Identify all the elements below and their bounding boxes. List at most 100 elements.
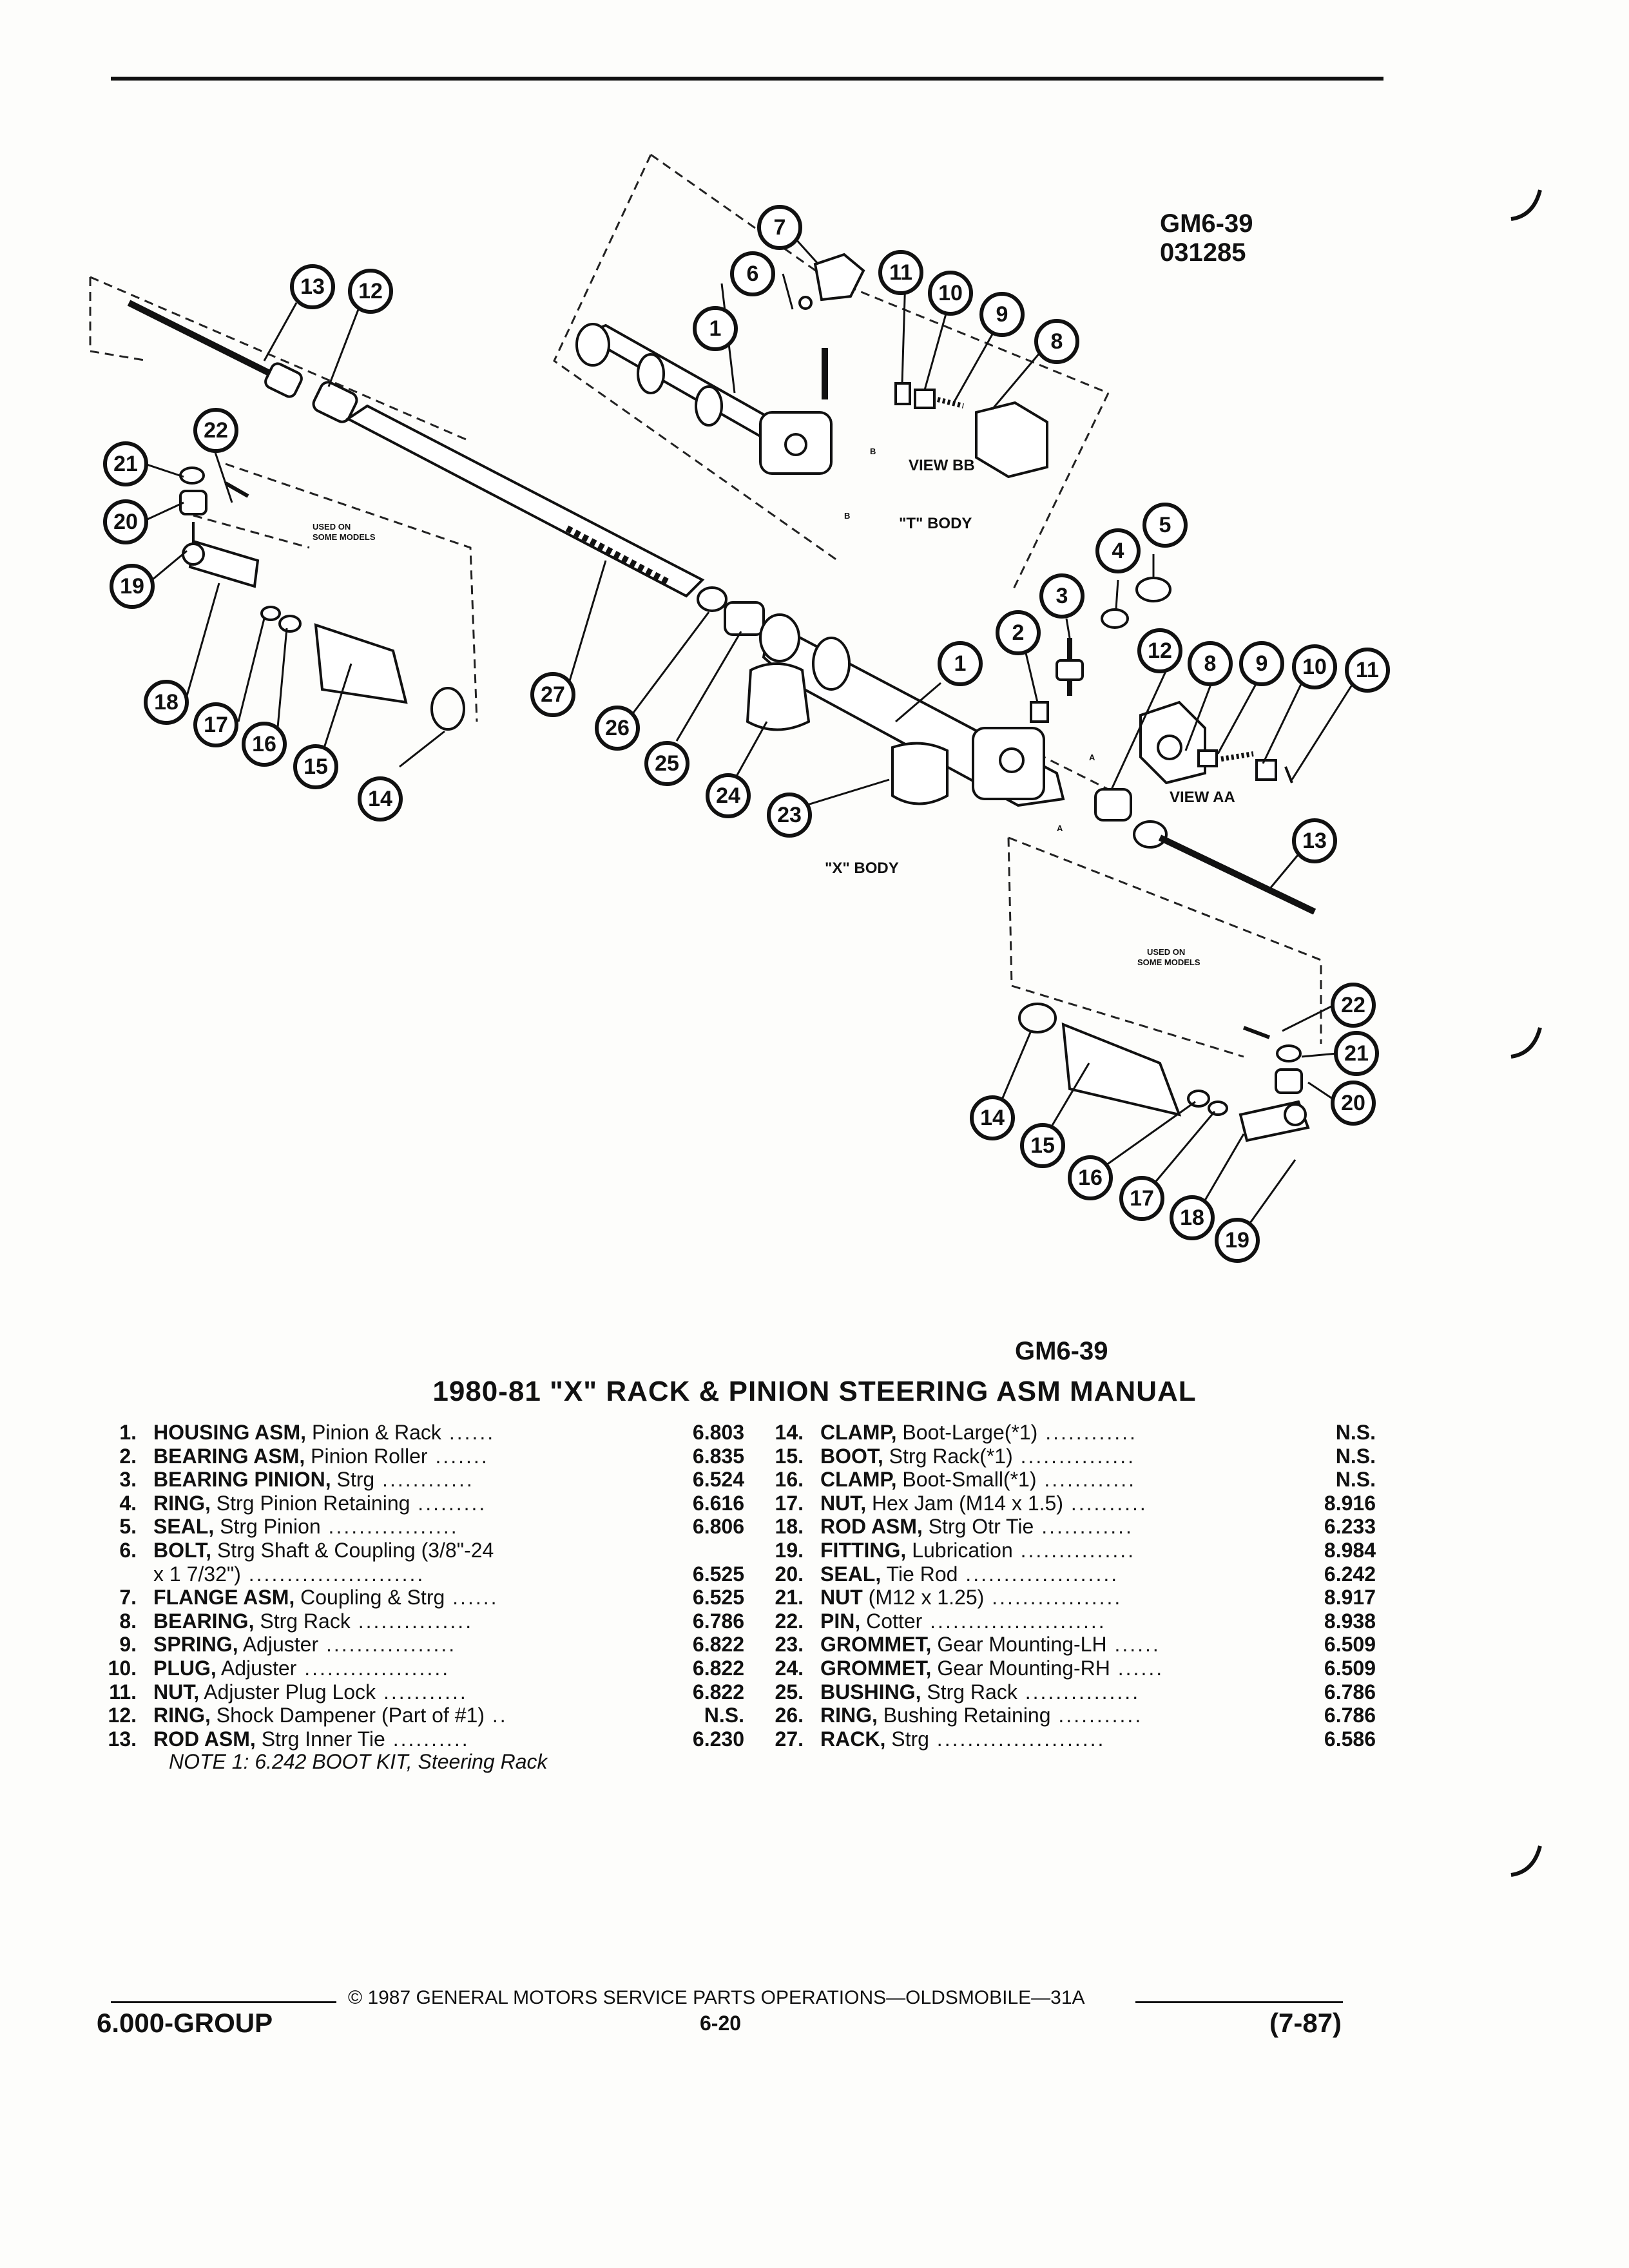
inner-tie-rod-left [127, 300, 303, 398]
svg-text:9: 9 [996, 302, 1008, 327]
parts-list-left: 1.HOUSING ASM, Pinion & Rack ......6.803… [97, 1421, 773, 1751]
callout-10-right: 10 [1292, 644, 1337, 689]
part-name: HOUSING ASM, [153, 1421, 307, 1444]
svg-text:25: 25 [655, 751, 679, 776]
view-aa-label: VIEW AA [1170, 789, 1235, 806]
part-name: RING, [820, 1704, 878, 1727]
part-detail: Tie Rod [881, 1562, 958, 1586]
callout-15-left: 15 [293, 744, 338, 789]
callout-1-x-body: 1 [938, 641, 983, 686]
part-number: 3. [119, 1468, 137, 1492]
part-detail: Adjuster [216, 1656, 297, 1680]
callout-22-right: 22 [1331, 983, 1376, 1028]
part-group-code: 6.525 [692, 1562, 744, 1586]
part-number: 16. [775, 1468, 804, 1492]
callout-24: 24 [706, 773, 751, 818]
leader-dots: ............ [1037, 1421, 1137, 1444]
part-detail: Cotter [860, 1609, 923, 1633]
part-group-code: 6.786 [1324, 1704, 1376, 1727]
callout-8-upper: 8 [1034, 319, 1079, 364]
part-group-code: 6.786 [1324, 1680, 1376, 1704]
section-b-upper: B [870, 447, 876, 456]
revision-date: (7-87) [1269, 2008, 1342, 2038]
part-detail: Strg Rack [921, 1680, 1017, 1704]
part-description: FLANGE ASM, Coupling & Strg ...... [153, 1586, 499, 1610]
part-name: RACK, [820, 1727, 886, 1751]
svg-text:16: 16 [1078, 1166, 1103, 1190]
part-group-code: 6.786 [692, 1609, 744, 1633]
callout-11-right: 11 [1345, 648, 1390, 693]
svg-text:27: 27 [541, 682, 565, 707]
part-number: 4. [119, 1491, 137, 1515]
header-rule [111, 77, 1383, 81]
svg-text:23: 23 [777, 803, 802, 827]
part-name: FLANGE ASM, [153, 1586, 295, 1610]
part-description: CLAMP, Boot-Large(*1) ............ [820, 1421, 1137, 1445]
parts-row: 14.CLAMP, Boot-Large(*1) ............N.S… [764, 1421, 1382, 1445]
part-group-code: 6.524 [692, 1468, 744, 1492]
part-detail: Strg Otr Tie [922, 1515, 1034, 1539]
callout-12-right: 12 [1137, 628, 1182, 673]
callout-17-left: 17 [193, 702, 238, 747]
part-detail: Adjuster Plug Lock [199, 1680, 376, 1704]
svg-text:24: 24 [716, 783, 740, 808]
svg-text:22: 22 [1341, 993, 1365, 1017]
part-description: CLAMP, Boot-Small(*1) ............ [820, 1468, 1136, 1492]
callout-6: 6 [730, 251, 775, 296]
used-on-label-left-1: USED ON [313, 522, 351, 532]
svg-text:15: 15 [1030, 1133, 1055, 1158]
part-name: BOOT, [820, 1444, 883, 1468]
part-name: GROMMET, [820, 1656, 932, 1680]
leader-dots: ...... [445, 1586, 499, 1610]
leader-dots: .......... [1063, 1491, 1148, 1515]
part-number: 12. [108, 1704, 137, 1727]
parts-row: 1.HOUSING ASM, Pinion & Rack ......6.803 [97, 1421, 773, 1445]
part-detail: Shock Dampener (Part of #1) [210, 1704, 485, 1727]
part-number: 18. [775, 1515, 804, 1539]
part-detail: x 1 7/32") [153, 1562, 241, 1586]
figure-ref-bottom: GM6-39 [1015, 1337, 1108, 1365]
svg-text:13: 13 [300, 274, 325, 299]
part-description: GROMMET, Gear Mounting-RH ...... [820, 1657, 1164, 1680]
part-name: SEAL, [153, 1515, 215, 1539]
part-number: 11. [109, 1680, 137, 1704]
callout-15-right: 15 [1020, 1123, 1065, 1168]
part-number: 10. [108, 1656, 137, 1680]
leader-dots: .................... [958, 1562, 1119, 1586]
leader-dots: ................. [984, 1586, 1123, 1610]
part-group-code: 6.806 [692, 1515, 744, 1539]
part-group-code: N.S. [1335, 1468, 1376, 1492]
part-detail: Strg [331, 1468, 375, 1492]
leader-dots: ............ [1034, 1515, 1133, 1539]
view-bb-label: VIEW BB [909, 457, 975, 474]
part-description: BEARING, Strg Rack ............... [153, 1610, 473, 1633]
part-name: RING, [153, 1704, 211, 1727]
leader-dots: ........... [1050, 1704, 1143, 1727]
pinion-seal [1135, 577, 1171, 602]
section-b-lower: B [844, 511, 850, 521]
svg-text:10: 10 [1302, 655, 1327, 679]
part-name: BOLT, [153, 1538, 212, 1562]
section-a-upper: A [1089, 753, 1095, 762]
callout-11-upper: 11 [878, 250, 923, 295]
parts-row: x 1 7/32") .......................6.525 [97, 1562, 773, 1586]
part-description: FITTING, Lubrication ............... [820, 1539, 1135, 1562]
svg-text:17: 17 [1130, 1186, 1154, 1211]
callout-19-left: 19 [110, 564, 155, 609]
leader-dots: .. [484, 1704, 508, 1727]
svg-text:21: 21 [113, 452, 138, 476]
parts-list-right: 14.CLAMP, Boot-Large(*1) ............N.S… [764, 1421, 1382, 1751]
parts-row: 21.NUT (M12 x 1.25) .................8.9… [764, 1586, 1382, 1610]
parts-row: 11.NUT, Adjuster Plug Lock ...........6.… [97, 1680, 773, 1704]
page-title: 1980-81 "X" RACK & PINION STEERING ASM M… [432, 1376, 1197, 1407]
part-name: GROMMET, [820, 1633, 932, 1657]
svg-text:19: 19 [1225, 1228, 1249, 1253]
callout-23: 23 [767, 793, 812, 838]
part-detail: Adjuster [238, 1633, 319, 1657]
leader-dots: ....................... [922, 1609, 1106, 1633]
callout-7: 7 [757, 205, 802, 250]
callout-20-left: 20 [103, 499, 148, 544]
svg-text:17: 17 [204, 713, 228, 737]
part-group-code: 8.984 [1324, 1538, 1376, 1562]
part-number: 8. [119, 1609, 137, 1633]
